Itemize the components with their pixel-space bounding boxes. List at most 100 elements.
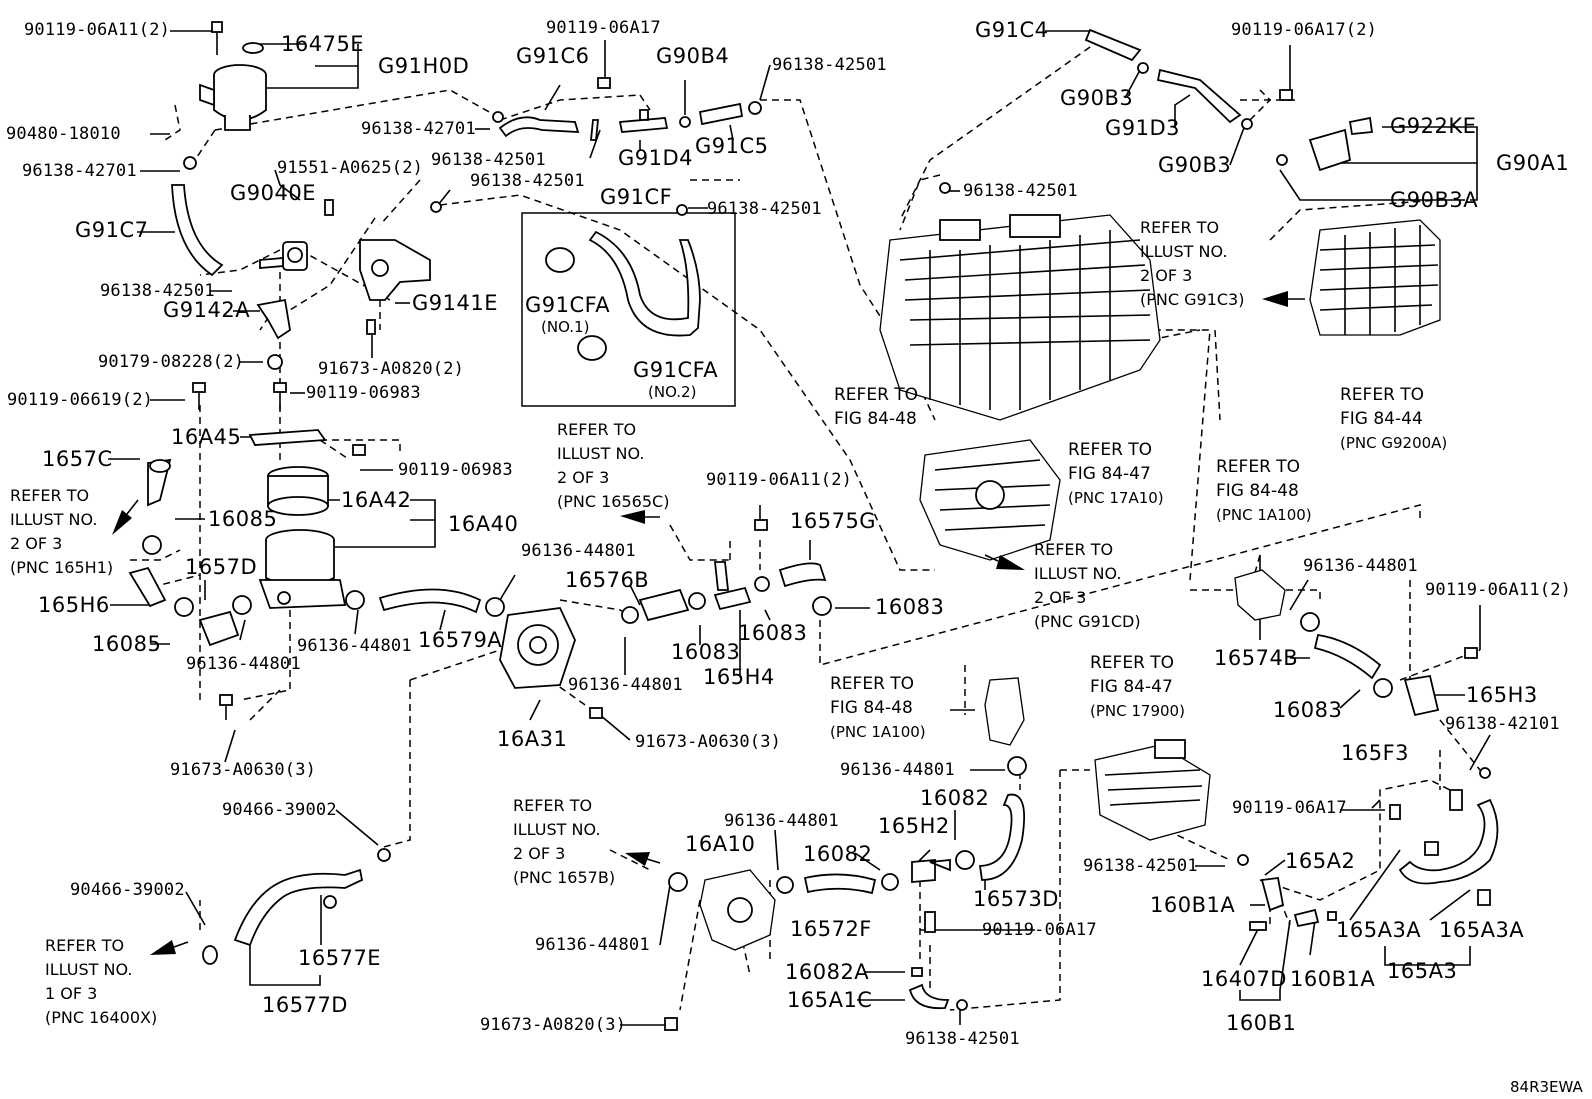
part-label: 16A40 [448,512,519,536]
part-label: 160B1A [1150,893,1236,917]
motor-unit-image [919,439,1061,561]
part-label: 90119-06983 [398,460,513,480]
part-label: 96138-42501 [905,1029,1020,1049]
part-label: 16577D [262,993,348,1017]
part-label: 90466-39002 [70,880,185,900]
part-label: 16085 [92,632,162,656]
water-pump-16a31 [499,607,576,689]
hose-16577d [233,868,364,947]
part-label: G90A1 [1496,151,1570,175]
hose-165a2 [1260,877,1285,912]
part-label: 16572F [790,917,872,941]
part-label: G91H0D [378,54,470,78]
part-label: 90119-06A17(2) [1231,20,1378,40]
hose-g91c7 [171,184,224,277]
part-label: 96138-42501 [100,281,215,301]
reservoir-tank-part [199,21,267,131]
part-label: 90119-06A11(2) [1425,580,1572,600]
part-label: 90179-08228(2) [98,352,245,372]
part-label: 16579A [418,628,503,652]
part-label: 90466-39002 [222,800,337,820]
hose-g90a1 [1308,128,1352,172]
housing-1a100-mid [984,677,1025,746]
filter-canister-16a40 [258,466,347,609]
part-label: 96136-44801 [568,675,683,695]
part-label: 96136-44801 [521,541,636,561]
part-label: 16083 [738,621,808,645]
part-label: 90119-06A17 [1232,798,1347,818]
part-label: G91C5 [695,134,769,158]
part-label: 96136-44801 [535,935,650,955]
hose-g91c4 [1084,28,1142,62]
hose-16576b [638,588,690,622]
housing-1a100-right [1234,569,1286,621]
part-label: 165H2 [878,814,950,838]
diagram-id-label: 84R3EWA [1510,1078,1583,1096]
part-label: 165H6 [38,593,110,617]
part-label: 160B1 [1226,1011,1297,1035]
part-label: 90119-06619(2) [7,390,154,410]
fitting-g91d4 [618,109,669,133]
part-label: 16A31 [497,727,568,751]
part-label: 96138-42701 [22,161,137,181]
reference-arrows [112,291,1305,955]
part-label: G922KE [1390,114,1477,138]
part-label: (NO.2) [648,383,697,401]
part-label: 91673-A0630(3) [635,732,782,752]
power-control-unit-image [1309,219,1441,336]
part-label: 90119-06A17 [546,18,661,38]
parts-artwork [112,21,1499,1031]
hose-16573d [978,793,1025,881]
bracket-g9141e [359,239,431,301]
part-label: G90B3 [1158,153,1232,177]
part-label: 96138-42501 [470,171,585,191]
bracket-16a45 [248,429,327,446]
g91cf-kit-box [521,212,736,407]
part-label: G91D3 [1105,116,1181,140]
part-label: 16083 [875,595,945,619]
part-label: 90480-18010 [6,124,121,144]
part-label: 16574B [1214,646,1299,670]
part-label: 16407D [1201,967,1287,991]
part-label: G90B3A [1390,188,1479,212]
clip-g91cfa-no1 [545,247,575,273]
part-label: 96138-42501 [707,199,822,219]
hose-g91d3 [1156,68,1242,124]
part-label: 160B1A [1290,967,1376,991]
part-label: 16576B [565,568,650,592]
part-label: G91D4 [618,146,694,170]
fitting-165h2 [911,859,951,883]
part-label: (NO.1) [541,318,590,336]
part-label: 96138-42701 [361,119,476,139]
part-label: 90119-06983 [306,383,421,403]
hose-16572f [803,873,877,895]
part-label: 90119-06A11(2) [24,20,171,40]
part-label: 96136-44801 [1303,556,1418,576]
part-label: 96136-44801 [724,811,839,831]
part-label: 165A1C [787,988,873,1012]
part-label: 91673-A0820(3) [480,1015,627,1035]
part-label: G91C6 [516,44,590,68]
part-label: 91673-A0820(2) [318,359,465,379]
part-label: 165H4 [703,665,775,689]
part-label: 165F3 [1341,741,1410,765]
part-label: 16082 [920,786,990,810]
clip-g922ke [1348,116,1374,135]
part-label: 96138-42101 [1445,714,1560,734]
part-label: G9040E [230,181,316,205]
part-label: 91673-A0630(3) [170,760,317,780]
hose-16575g [778,562,827,588]
part-label: 91551-A0625(2) [277,158,424,178]
hose-165h6 [128,566,167,608]
part-label: 16577E [298,946,382,970]
part-label: 16575G [790,509,877,533]
part-label: G91C4 [975,18,1049,42]
